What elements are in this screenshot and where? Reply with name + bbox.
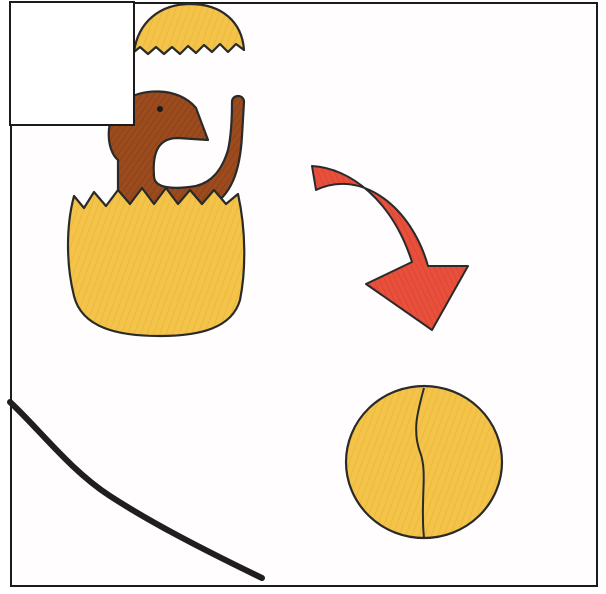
- bird-eye: [157, 106, 163, 112]
- closed-egg: [346, 386, 502, 538]
- egg-shell-top: [134, 4, 244, 54]
- curved-arrow-icon: [312, 166, 468, 330]
- corner-box: [10, 2, 134, 125]
- curved-line: [10, 402, 262, 578]
- egg-shell-bottom: [68, 188, 244, 336]
